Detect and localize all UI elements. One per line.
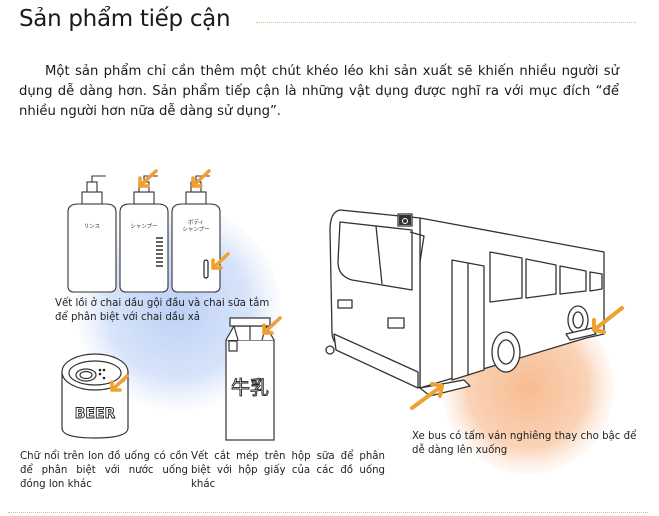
can-caption: Chữ nổi trên lon đồ uống có cồn để phân …	[20, 451, 188, 490]
arrow-icon	[191, 169, 211, 188]
wheelchair-icon	[399, 215, 411, 225]
page-title: Sản phẩm tiếp cận	[19, 6, 231, 32]
bus	[325, 209, 605, 397]
bottle-shampoo-label: シャンプー	[130, 223, 157, 230]
shampoo-ridges	[156, 237, 163, 267]
arrow-icon	[410, 382, 444, 410]
beer-can	[61, 353, 129, 439]
arrow-icon	[262, 316, 282, 335]
arrow-icon	[138, 169, 158, 188]
can-dots	[98, 368, 106, 380]
bottle-rinse-label: リンス	[84, 223, 100, 230]
bottle-body-shampoo-label: ボディシャンプー	[182, 218, 209, 233]
bottles-caption: Vết lồi ở chai dầu gội đầu và chai sữa t…	[55, 298, 270, 323]
arrow-icon	[110, 374, 129, 392]
bottom-divider	[8, 512, 648, 513]
milk-caption: Vết cắt mép trên hộp sữa để phân biệt vớ…	[191, 451, 385, 490]
milk-carton	[225, 317, 275, 441]
arrow-icon	[592, 306, 624, 334]
body-shampoo-line-mark	[203, 259, 209, 279]
can-label: BEER	[75, 406, 116, 422]
bottle-rinse	[67, 175, 117, 293]
bus-caption: Xe bus có tấm ván nghiêng thay cho bậc đ…	[412, 431, 637, 456]
bottle-body-shampoo	[171, 175, 221, 293]
milk-label: 牛乳	[231, 377, 269, 399]
intro-paragraph: Một sản phẩm chỉ cần thêm một chút khéo …	[19, 62, 619, 122]
bottle-shampoo	[119, 175, 169, 293]
title-divider	[256, 22, 636, 23]
arrow-icon	[211, 252, 230, 270]
intro-text: Một sản phẩm chỉ cần thêm một chút khéo …	[19, 64, 619, 119]
